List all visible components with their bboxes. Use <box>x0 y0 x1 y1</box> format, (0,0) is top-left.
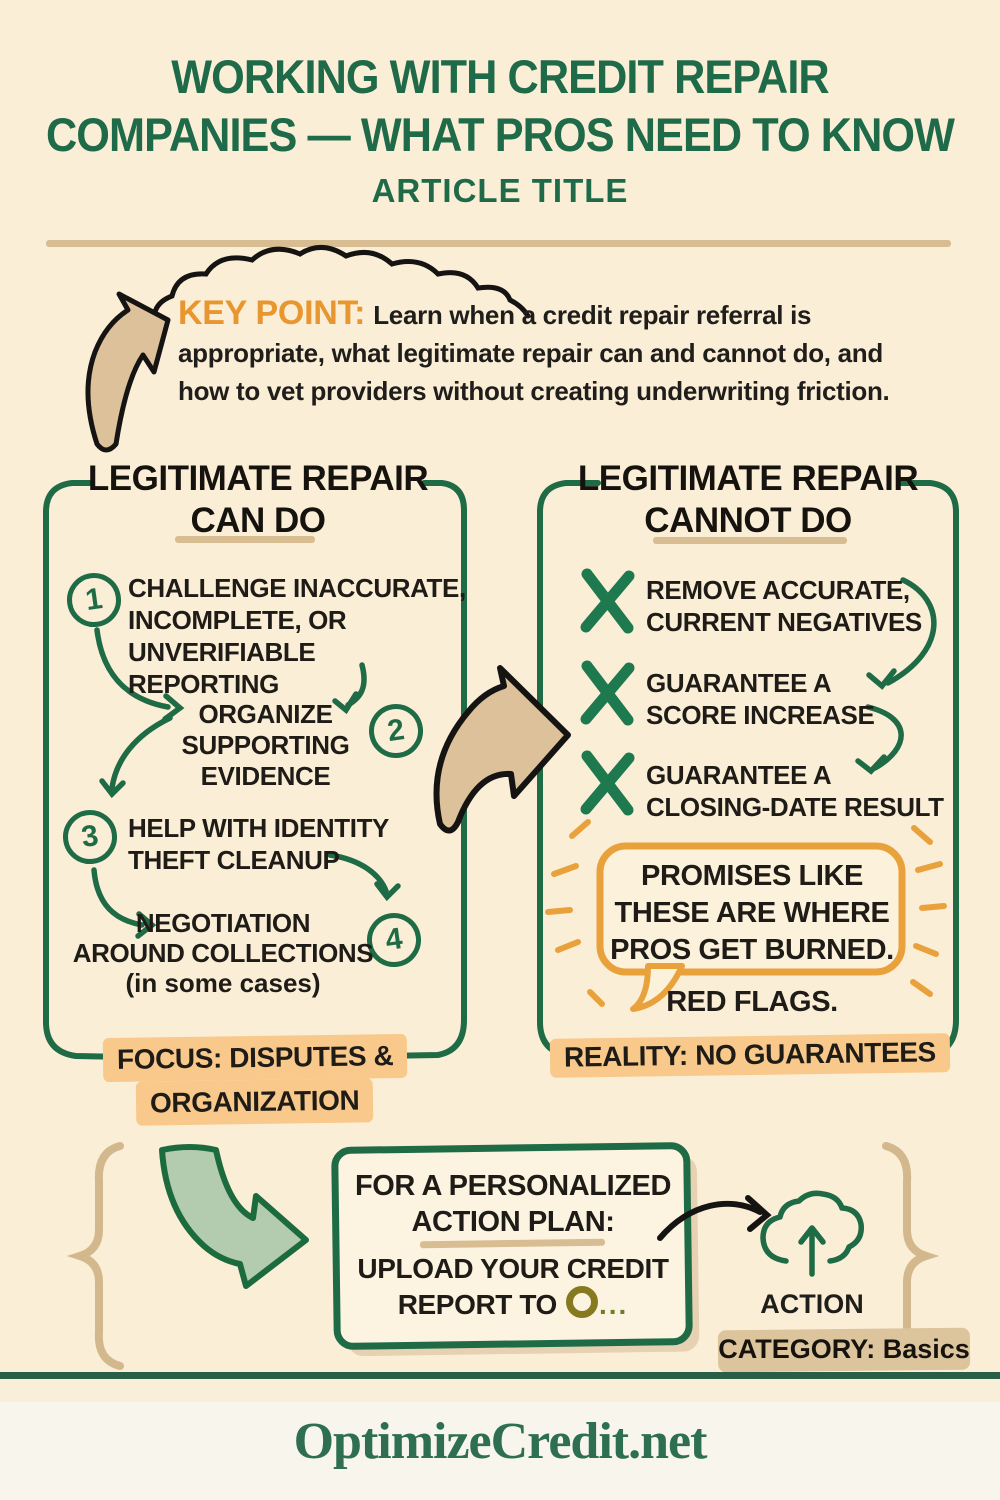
header-divider <box>46 240 951 247</box>
cannot-do-title: LEGITIMATE REPAIR CANNOT DO <box>548 458 948 542</box>
text-line: (in some cases) <box>125 968 321 998</box>
text-line: EVIDENCE <box>200 761 331 791</box>
action-box-heading: FOR A PERSONALIZED ACTION PLAN: <box>350 1168 676 1240</box>
text-line: LEGITIMATE REPAIR <box>577 459 919 498</box>
key-point-line-2: appropriate, what legitimate repair can … <box>178 338 883 368</box>
x-icon-closing <box>580 750 635 816</box>
brace-left-icon <box>66 1142 124 1370</box>
category-label: CATEGORY: Basics <box>718 1334 970 1364</box>
black-arrow-icon <box>657 1195 772 1241</box>
can-do-item-4: NEGOTIATION AROUND COLLECTIONS (in some … <box>68 908 378 998</box>
category-band <box>717 1327 971 1373</box>
footer-rule <box>0 1372 1000 1379</box>
x-icon-remove <box>580 568 635 634</box>
action-box <box>331 1142 700 1357</box>
text-line: GUARANTEE A <box>646 760 832 790</box>
can-do-item-1: CHALLENGE INACCURATE, INCOMPLETE, OR UNV… <box>128 572 468 700</box>
key-point-line-1: KEY POINT:Learn when a credit repair ref… <box>178 294 988 334</box>
cannot-do-reality-label: REALITY: NO GUARANTEES <box>540 1033 960 1078</box>
cloud-upload-icon <box>760 1190 864 1277</box>
action-box-instruction: UPLOAD YOUR CREDIT REPORT TO... <box>350 1252 676 1322</box>
page-subtitle: ARTICLE TITLE <box>371 172 629 209</box>
footer-strip <box>0 1379 1000 1402</box>
action-icon-label: ACTION <box>760 1289 864 1319</box>
text-line: SCORE INCREASE <box>646 700 875 730</box>
text-line: NEGOTIATION <box>135 908 311 938</box>
red-flags-caption: RED FLAGS. <box>666 986 838 1018</box>
text-line: CAN DO <box>190 501 326 540</box>
can-do-item-2: ORGANIZE SUPPORTING EVIDENCE <box>178 699 353 792</box>
warning-speech-bubble <box>545 819 947 1012</box>
text-line: UNVERIFIABLE REPORTING <box>128 637 316 699</box>
can-do-focus-label: FOCUS: DISPUTES & ORGANIZATION <box>50 1033 460 1126</box>
text-line: FOR A PERSONALIZED <box>354 1170 672 1202</box>
can-do-underline <box>175 536 315 543</box>
text-line: INCOMPLETE, OR <box>128 605 347 635</box>
page-title: WORKING WITH CREDIT REPAIR COMPANIES — W… <box>40 48 960 164</box>
cannot-do-item-2: GUARANTEE A SCORE INCREASE <box>646 667 956 731</box>
text-line: HELP WITH IDENTITY <box>128 813 389 843</box>
text-line: UPLOAD YOUR CREDIT <box>357 1253 669 1284</box>
text-line: THEFT CLEANUP <box>128 845 340 875</box>
text-line: GUARANTEE A <box>646 668 832 698</box>
text-line: LEGITIMATE REPAIR <box>87 459 429 498</box>
mid-arrow-icon <box>433 665 571 834</box>
footer-background <box>0 1402 1000 1500</box>
action-green-arrow-icon <box>159 1144 309 1289</box>
key-point: KEY POINT:Learn when a credit repair ref… <box>178 294 988 410</box>
text-line: ACTION PLAN: <box>411 1206 615 1238</box>
warning-bubble-text: PROMISES LIKE THESE ARE WHERE PROS GET B… <box>608 858 896 969</box>
text-line: SUPPORTING <box>181 730 350 760</box>
x-icon-score <box>580 660 635 726</box>
cloud-doodle-icon <box>151 245 531 337</box>
text-line: AROUND COLLECTIONS <box>72 938 374 968</box>
cannot-do-item-1: REMOVE ACCURATE, CURRENT NEGATIVES <box>646 574 956 638</box>
text-line: Learn when a credit repair referral is <box>373 300 812 330</box>
text-line: CURRENT NEGATIVES <box>646 607 922 637</box>
text-line: CANNOT DO <box>644 501 852 540</box>
key-point-line-3: how to vet providers without creating un… <box>178 376 890 406</box>
logo-ring-icon <box>565 1286 598 1318</box>
text-line: ORGANIZE <box>198 699 333 729</box>
keypoint-arrow-icon <box>85 291 171 453</box>
can-do-title: LEGITIMATE REPAIR CAN DO <box>58 458 458 542</box>
text-line: CHALLENGE INACCURATE, <box>128 573 466 603</box>
cannot-do-flow-arrows <box>855 577 937 775</box>
text-line: CLOSING-DATE RESULT <box>646 792 944 822</box>
cannot-do-underline <box>653 537 847 544</box>
text-line: REMOVE ACCURATE, <box>646 575 910 605</box>
text-line: PROS GET BURNED. <box>610 934 894 966</box>
can-do-item-3: HELP WITH IDENTITY THEFT CLEANUP <box>128 812 468 876</box>
cannot-do-item-3: GUARANTEE A CLOSING-DATE RESULT <box>646 759 956 823</box>
title-line-1: WORKING WITH CREDIT REPAIR <box>171 50 829 103</box>
can-do-flow-arrows <box>91 627 401 939</box>
text-line: PROMISES LIKE <box>641 860 863 892</box>
text-line: FOCUS: DISPUTES & <box>50 1033 460 1083</box>
text-line: ORGANIZATION <box>50 1078 460 1126</box>
text-line: REPORT TO... <box>350 1286 676 1322</box>
title-line-2: COMPANIES — WHAT PROS NEED TO KNOW <box>45 108 955 161</box>
site-name: OptimizeCredit.net <box>293 1413 708 1470</box>
text-line: THESE ARE WHERE <box>614 897 890 929</box>
key-point-label: KEY POINT: <box>178 294 366 332</box>
